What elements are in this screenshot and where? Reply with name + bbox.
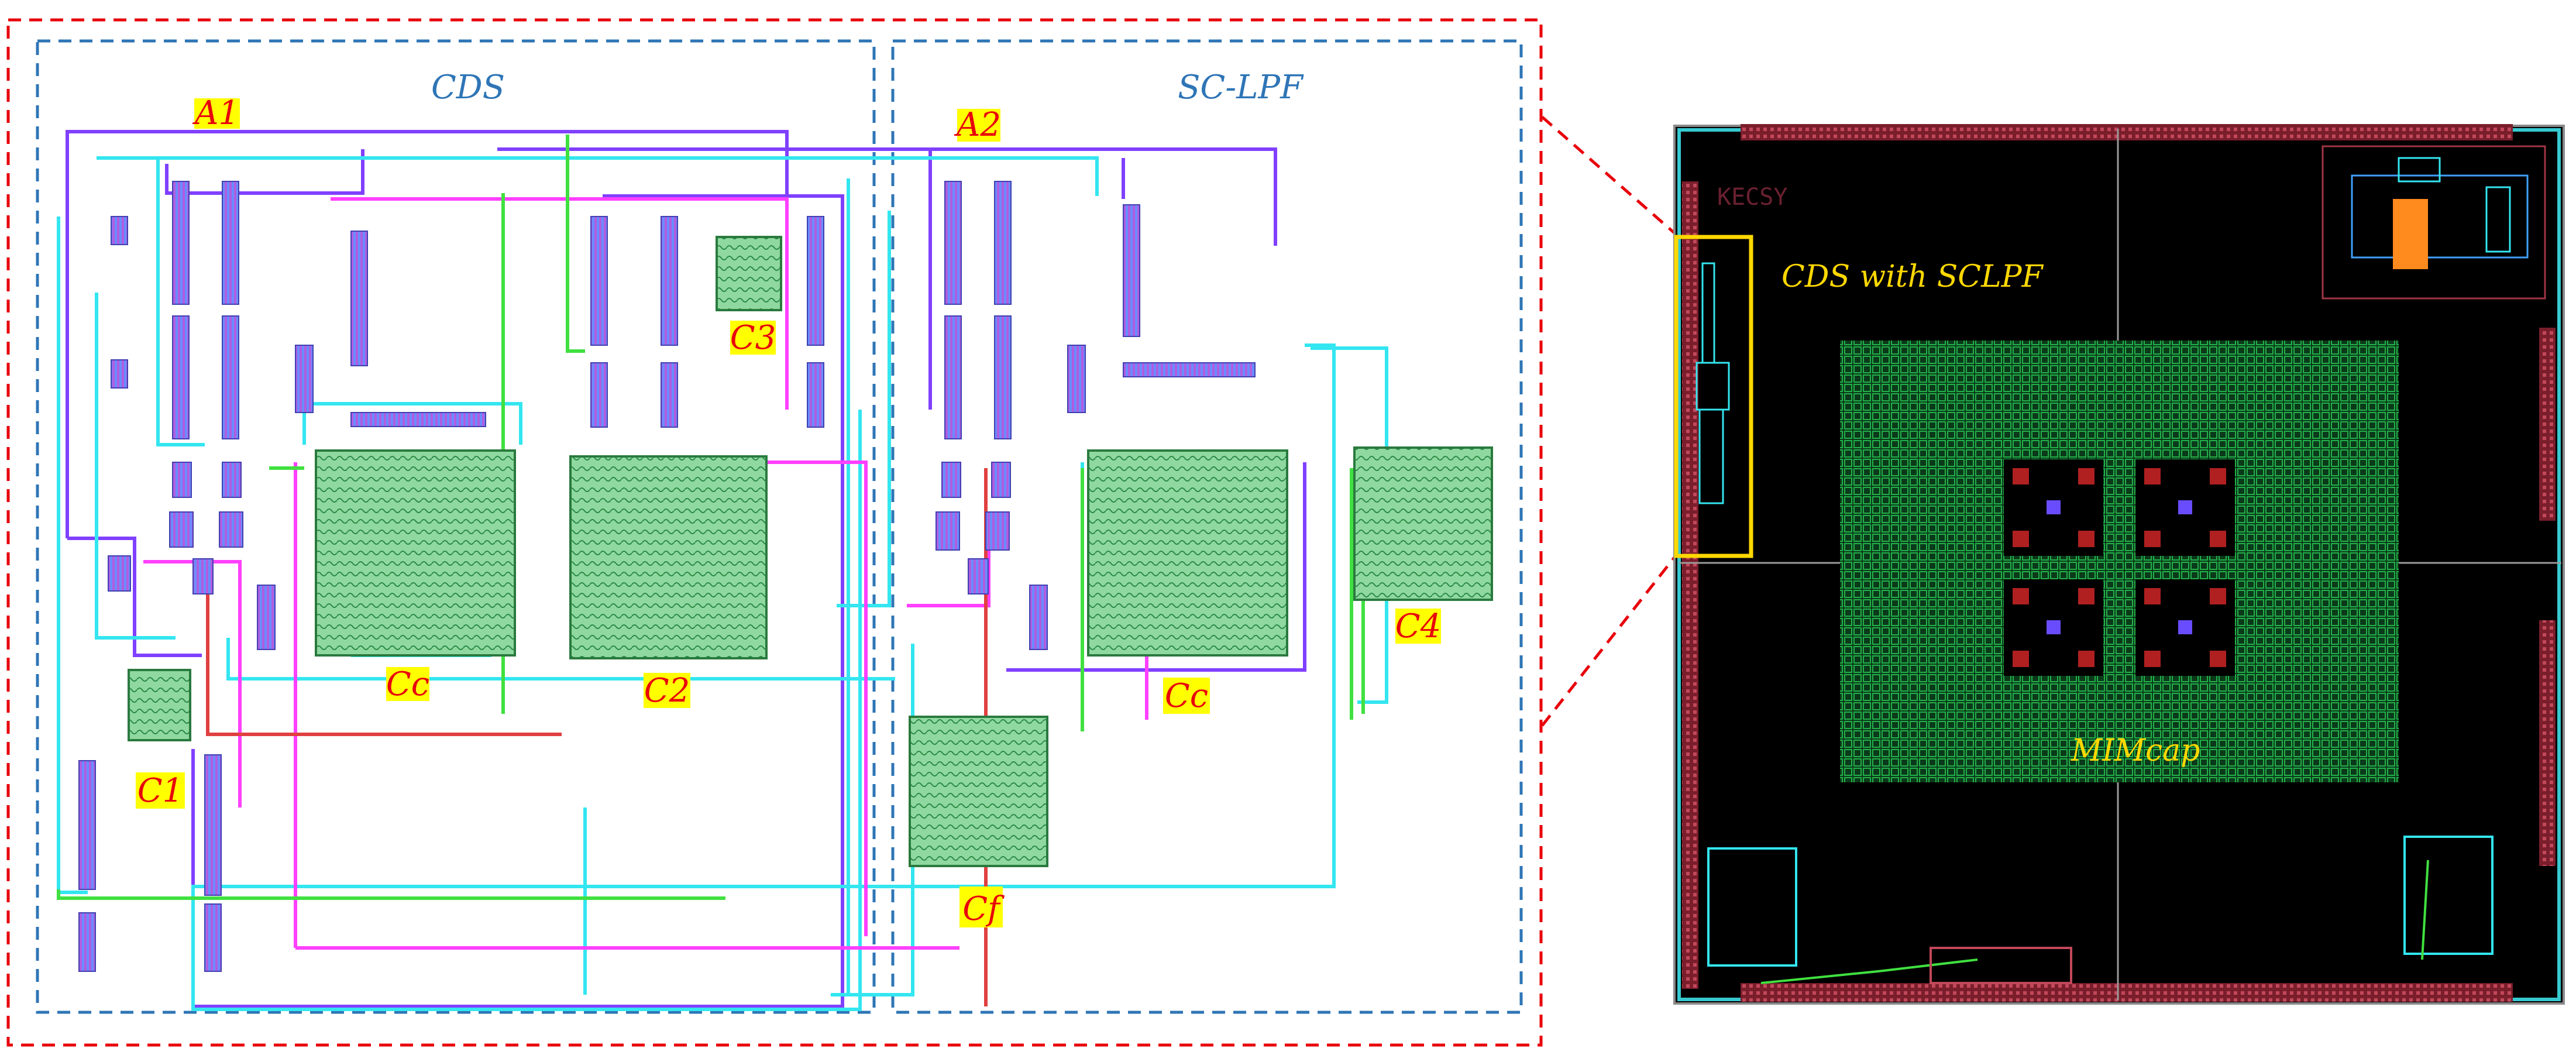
capacitor-cc-left [315, 449, 516, 657]
bottom-circuits [1707, 836, 2494, 984]
capacitor-c2 [569, 455, 768, 659]
capacitors [128, 236, 1493, 867]
label-c1: C1 [137, 772, 183, 810]
corner-circuit [2322, 145, 2546, 300]
transistor-array [78, 181, 1256, 972]
label-a1: A1 [192, 94, 239, 132]
capacitor-c3 [716, 236, 782, 311]
label-c2: C2 [644, 672, 690, 710]
label-cc-right: Cc [1165, 677, 1208, 715]
section-title-sclpf: SC-LPF [1178, 68, 1304, 106]
chip-corner-mark: KECSY [1717, 184, 1787, 211]
zoom-connector-lines [1541, 116, 1677, 727]
cds-section-frame [36, 39, 876, 1014]
chip-layout-panel: KECSY [1673, 124, 2565, 1005]
label-a2: A2 [954, 106, 1001, 144]
label-c4: C4 [1395, 607, 1441, 645]
layout-detail-panel: CDS SC-LPF [6, 18, 1543, 1047]
mimcap-inner-cells [2004, 459, 2235, 676]
outer-dashed-frame [6, 18, 1543, 1047]
label-cc-left: Cc [386, 665, 429, 703]
pad-ring [1682, 124, 2556, 1002]
capacitor-c1 [128, 669, 191, 741]
section-title-cds: CDS [431, 68, 505, 106]
capacitor-cc-right [1087, 449, 1288, 657]
label-cf: Cf [962, 890, 1005, 928]
cds-small-circuit [1695, 262, 1730, 504]
cds-callout-box [1674, 235, 1753, 558]
label-c3: C3 [730, 319, 776, 357]
capacitor-cf [909, 716, 1048, 867]
component-labels: A1 A2 C3 Cc C2 C1 Cc C4 Cf [136, 94, 1441, 928]
capacitor-c4 [1353, 446, 1493, 601]
mimcap-label: MIMcap [2071, 733, 2200, 768]
mimcap-array [1840, 341, 2399, 782]
callout-label-cds-with-sclpf: CDS with SCLPF [1781, 259, 2044, 294]
